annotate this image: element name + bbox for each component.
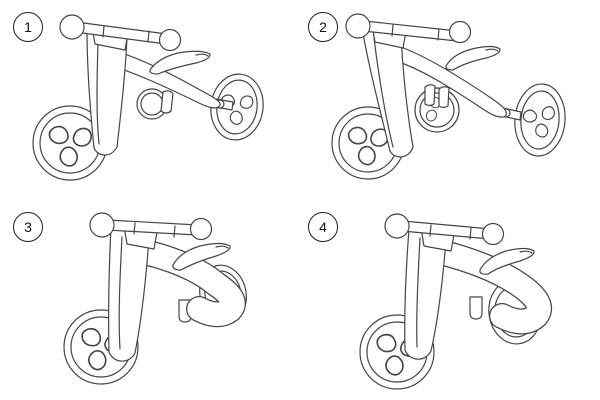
panel-step-1: 1 (0, 0, 300, 200)
step-number: 1 (24, 19, 32, 35)
trike-illustration-1 (32, 14, 264, 181)
step-number-badge: 3 (13, 212, 43, 242)
seat (149, 50, 211, 75)
panel-step-3: 3 (0, 200, 300, 400)
fork (361, 27, 414, 158)
panel-step-2: 2 (300, 0, 600, 200)
trike-illustration-2 (331, 13, 566, 180)
step-number-badge: 4 (308, 212, 338, 242)
seat (172, 242, 231, 271)
hidden-rear-wheel (136, 88, 174, 120)
fork (404, 228, 447, 360)
handlebar (89, 212, 213, 241)
handlebar (59, 14, 182, 52)
step-number: 3 (24, 219, 32, 235)
fork (108, 226, 150, 362)
step-number: 4 (319, 219, 327, 235)
footrest-peg (469, 296, 483, 320)
step-number-badge: 2 (308, 12, 338, 42)
trike-illustration-3 (63, 212, 247, 385)
panel-step-4: 4 (300, 200, 600, 400)
second-rear-wheel (414, 84, 460, 133)
step-number-badge: 1 (13, 12, 43, 42)
fork (86, 29, 128, 156)
handlebar (384, 213, 505, 246)
handlebar (345, 13, 472, 44)
step-number: 2 (319, 19, 327, 35)
trike-illustration-4 (359, 213, 552, 390)
seat (445, 45, 501, 71)
seat (479, 247, 535, 275)
